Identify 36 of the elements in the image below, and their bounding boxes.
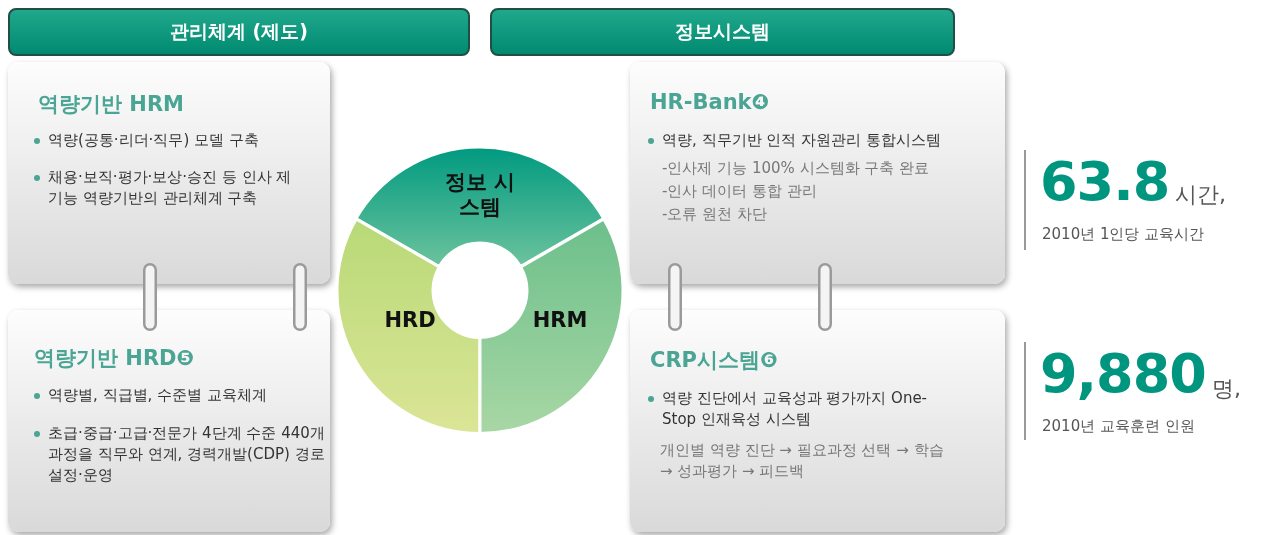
donut-segment bbox=[337, 218, 480, 433]
bullet-text: 역량 진단에서 교육성과 평가까지 One-Stop 인재육성 시스템 bbox=[648, 388, 952, 430]
binder-ring bbox=[293, 263, 307, 331]
card-title: CRP시스템❻ bbox=[650, 347, 778, 374]
card-title: HR-Bank❹ bbox=[650, 90, 770, 114]
segment-label: 정보 시스템 bbox=[443, 170, 517, 220]
detail-text: 개인별 역량 진단 → 필요과정 선택 → 학습→ 성과평가 → 피드백 bbox=[660, 440, 945, 482]
bullet-text: 역량(공통·리더·직무) 모델 구축 bbox=[34, 130, 338, 151]
detail-text: -오류 원천 차단 bbox=[662, 204, 768, 225]
donut-segment bbox=[356, 147, 604, 267]
card-title: 역량기반 HRD❺ bbox=[34, 345, 195, 372]
segment-label: HRM bbox=[531, 308, 589, 333]
stat-caption: 2010년 1인당 교육시간 bbox=[1042, 225, 1205, 244]
binder-ring bbox=[668, 263, 682, 331]
info-card bbox=[630, 310, 1005, 532]
unit-text: 명, bbox=[1212, 375, 1241, 403]
section-header: 정보시스템 bbox=[490, 8, 955, 56]
section-header: 관리체계 (제도) bbox=[8, 8, 470, 56]
info-card bbox=[8, 62, 330, 284]
segment-label: HRD bbox=[383, 308, 437, 333]
unit-text: 시간, bbox=[1175, 181, 1226, 209]
big-number: 9,880 bbox=[1040, 342, 1206, 406]
detail-text: -인사제 기능 100% 시스템화 구축 완료 bbox=[662, 158, 931, 179]
stat-caption: 2010년 교육훈련 인원 bbox=[1042, 417, 1195, 436]
bullet-text: 역량, 직무기반 인적 자원관리 통합시스템 bbox=[648, 130, 1012, 151]
binder-ring bbox=[143, 263, 157, 331]
donut-segment bbox=[480, 218, 623, 433]
bullet-text: 초급·중급·고급·전문가 4단계 수준 440개 과정을 직무와 연계, 경력개발(CDP) 경로 설정·운영 bbox=[34, 423, 338, 486]
card-title: 역량기반 HRM bbox=[38, 91, 184, 118]
info-card bbox=[8, 310, 330, 532]
bullet-text: 채용·보직·평가·보상·승진 등 인사 제 기능 역량기반의 관리체계 구축 bbox=[34, 167, 298, 209]
big-number: 63.8 bbox=[1040, 150, 1170, 214]
detail-text: -인사 데이터 통합 관리 bbox=[662, 181, 818, 202]
bullet-text: 역량별, 직급별, 수준별 교육체계 bbox=[34, 385, 338, 406]
binder-ring bbox=[818, 263, 832, 331]
info-card bbox=[630, 62, 1005, 284]
